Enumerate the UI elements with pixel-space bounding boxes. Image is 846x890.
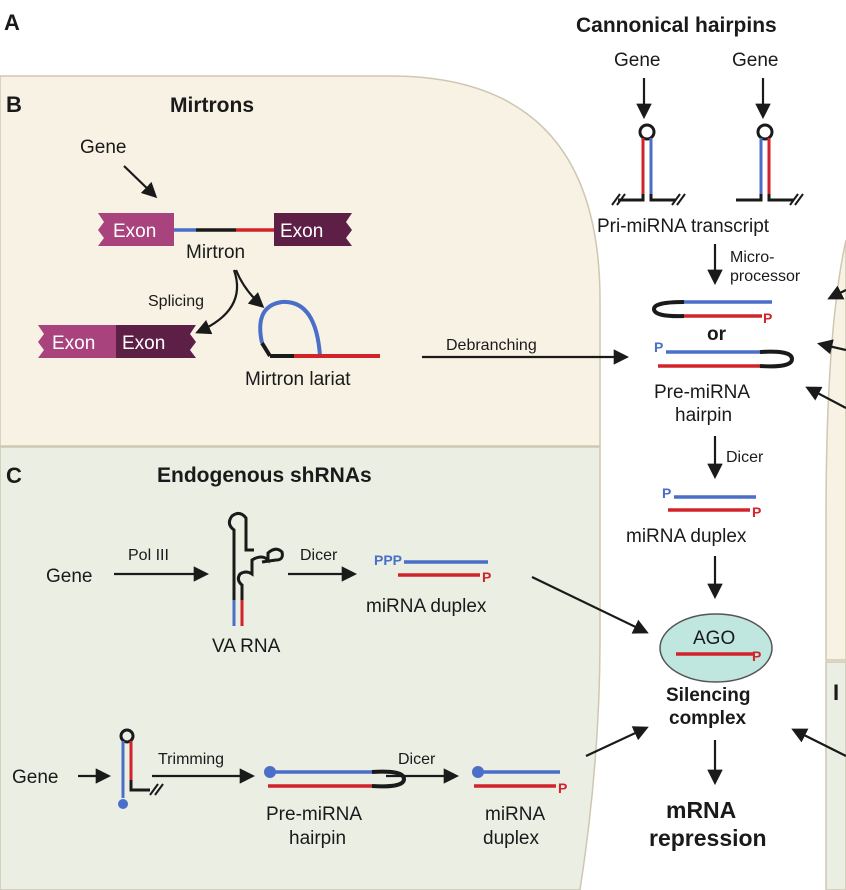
p-label: P xyxy=(558,780,567,796)
dicer-label-1: Dicer xyxy=(300,547,338,564)
pre-mirna-hairpin-loop-right: P xyxy=(654,339,795,369)
mirtron-lariat xyxy=(258,299,380,358)
p-label: P xyxy=(654,339,663,355)
mirna-duplex-canonical: P P xyxy=(662,485,761,520)
panel-b-background xyxy=(0,75,601,447)
short-hairpin-transcript xyxy=(118,728,164,809)
p-label: P xyxy=(752,504,761,520)
panel-right-lower-background xyxy=(825,661,846,890)
gene-label-left: Gene xyxy=(614,50,660,71)
spliced-exons: Exon Exon xyxy=(38,325,196,358)
duplex-label-2a: miRNA xyxy=(485,804,545,825)
pol3-label: Pol III xyxy=(128,547,169,564)
dicer-label-2: Dicer xyxy=(398,751,436,768)
mrna-label: mRNA xyxy=(666,797,736,823)
splicing-arrow-right xyxy=(234,269,265,309)
pri-mirna-label: Pri-miRNA transcript xyxy=(597,216,770,237)
panel-letter-a: A xyxy=(4,10,20,35)
microprocessor-label-2: processor xyxy=(730,268,801,285)
mirtron-gene-label: Gene xyxy=(80,137,126,158)
exon-right-label: Exon xyxy=(280,221,323,242)
panel-title-shrna: Endogenous shRNAs xyxy=(157,464,372,487)
splicing-label: Splicing xyxy=(148,293,204,310)
exon-right: Exon xyxy=(274,213,352,246)
p-label: P xyxy=(662,485,671,501)
pre-mirna-hairpin-shrna xyxy=(264,766,407,789)
spliced-exon-right-label: Exon xyxy=(122,333,165,354)
silencing-label-2: complex xyxy=(669,708,747,729)
panel-letter-b: B xyxy=(6,92,22,117)
arrow xyxy=(827,285,846,300)
canonical-pathway: Gene Gene Pri-miRNA transcript xyxy=(597,50,846,851)
panel-letter-edge: I xyxy=(833,680,839,705)
or-label: or xyxy=(707,324,727,345)
pre-mirna-hairpin-loop-left: P xyxy=(651,300,772,326)
p-label: P xyxy=(482,569,491,585)
arrow xyxy=(585,726,649,757)
exon-left-label: Exon xyxy=(113,221,156,242)
ppp-label: PPP xyxy=(374,552,402,568)
p-label: P xyxy=(752,648,761,664)
p-label: P xyxy=(763,310,772,326)
panel-letter-c: C xyxy=(6,463,22,488)
pre-mirna-label-1: Pre-miRNA xyxy=(654,382,750,403)
repression-label: repression xyxy=(649,825,767,851)
arrow xyxy=(791,728,846,757)
duplex-label-1: miRNA duplex xyxy=(366,596,487,617)
spliced-exon-left-label: Exon xyxy=(52,333,95,354)
pre-mirna-shrna-label-1: Pre-miRNA xyxy=(266,804,362,825)
exon-left: Exon xyxy=(98,213,174,246)
duplex-label: miRNA duplex xyxy=(626,526,747,547)
mirna-duplex-shrna-1: PPP P xyxy=(374,552,491,585)
splicing-arrow-left xyxy=(195,269,239,335)
shrna-pathway: Gene Pol III VA RNA Dicer PPP P miRNA du… xyxy=(12,511,649,849)
silencing-label-1: Silencing xyxy=(666,685,750,706)
microprocessor-label-1: Micro- xyxy=(730,249,774,266)
debranching-label: Debranching xyxy=(446,337,537,354)
arrow xyxy=(531,576,649,634)
panel-title-canonical: Cannonical hairpins xyxy=(576,14,777,37)
pri-mirna-hairpin-right xyxy=(736,123,804,206)
mirtron-pathway: Gene Exon Exon Mirtron Splicing Exon Exo… xyxy=(38,137,630,390)
pre-mirna-shrna-label-2: hairpin xyxy=(289,828,346,849)
dicer-label: Dicer xyxy=(726,449,764,466)
shrna-gene-label-2: Gene xyxy=(12,767,58,788)
pri-mirna-hairpin-left xyxy=(611,123,686,206)
va-rna-structure xyxy=(227,511,284,626)
panel-title-mirtrons: Mirtrons xyxy=(170,94,254,117)
arrow xyxy=(123,165,158,199)
va-rna-label: VA RNA xyxy=(212,636,281,657)
gene-label-right: Gene xyxy=(732,50,778,71)
pre-mirna-label-2: hairpin xyxy=(675,405,732,426)
mirna-duplex-shrna-2: P xyxy=(472,766,567,796)
duplex-label-2b: duplex xyxy=(483,828,539,849)
arrow xyxy=(805,386,846,409)
panel-right-background xyxy=(825,239,846,661)
ago-ellipse xyxy=(659,613,773,683)
ago-complex: AGO P xyxy=(659,613,773,683)
arrow xyxy=(816,339,846,355)
trimming-label: Trimming xyxy=(158,751,224,768)
mirtron-label: Mirtron xyxy=(186,242,245,263)
lariat-label: Mirtron lariat xyxy=(245,369,351,390)
shrna-gene-label-1: Gene xyxy=(46,566,92,587)
ago-label: AGO xyxy=(693,628,735,649)
